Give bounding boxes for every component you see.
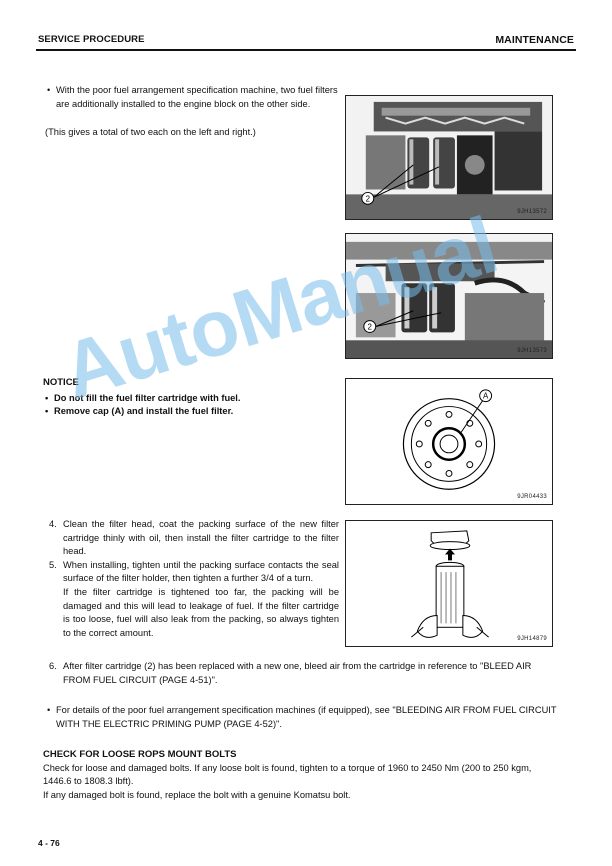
details-bullet: For details of the poor fuel arrangement… [45,704,560,731]
filter-cap-illustration: A [402,389,496,490]
header-rule [36,49,576,51]
intro-block: With the poor fuel arrangement specifica… [45,84,345,111]
step-6-block: 6. After filter cartridge (2) has been r… [43,660,558,687]
page-number: 4 - 76 [38,838,60,848]
figure-code: 9JH14879 [517,636,547,642]
figure-filter-cap: A 9JR04433 [345,378,553,505]
notice-item-1: Do not fill the fuel filter cartridge wi… [43,392,338,406]
figure-code: 9JH13572 [517,209,547,215]
callout-circle [361,191,375,205]
engine-illustration-2: 2 [346,234,552,358]
intro-bullet: With the poor fuel arrangement specifica… [45,84,345,111]
step-5: 5. When installing, tighten until the pa… [43,559,339,641]
step-number: 5. [49,559,57,570]
details-block: For details of the poor fuel arrangement… [45,704,560,731]
intro-note: (This gives a total of two each on the l… [45,127,256,137]
callout-label: 2 [366,194,370,203]
step-4: 4. Clean the filter head, coat the packi… [43,518,339,559]
notice-title: NOTICE [43,377,79,388]
steps-block: 4. Clean the filter head, coat the packi… [43,518,339,640]
callout-label: 2 [368,322,372,331]
callout-circle [479,389,493,403]
notice-block: NOTICE Do not fill the fuel filter cartr… [43,376,338,419]
figure-code: 9JR04433 [517,494,547,500]
install-cartridge-illustration [411,530,489,638]
step-text: After filter cartridge (2) has been repl… [63,661,532,685]
step-number: 6. [49,661,57,671]
callout-label: A [483,392,489,401]
step-text-continued: If the filter cartridge is tightened too… [63,586,339,638]
figure-code: 9JH13573 [517,348,547,354]
rops-paragraph-1: Check for loose and damaged bolts. If an… [43,762,532,787]
header-section-title: SERVICE PROCEDURE [38,34,145,45]
callout-circle [363,320,377,333]
step-number: 4. [49,519,57,529]
figure-engine-filters-1: 2 9JH13572 [345,95,553,220]
rops-paragraph-2: If any damaged bolt is found, replace th… [43,789,351,800]
figure-install-cartridge: 9JH14879 [345,520,553,647]
header-chapter-title: MAINTENANCE [495,34,574,46]
step-text: When installing, tighten until the packi… [63,559,339,584]
rops-section: CHECK FOR LOOSE ROPS MOUNT BOLTS Check f… [43,748,558,802]
notice-item-2: Remove cap (A) and install the fuel filt… [43,405,338,419]
step-6: 6. After filter cartridge (2) has been r… [43,660,558,687]
step-text: Clean the filter head, coat the packing … [63,519,339,557]
engine-illustration-1: 2 [346,96,552,219]
rops-heading: CHECK FOR LOOSE ROPS MOUNT BOLTS [43,749,237,760]
figure-engine-filters-2: 2 9JH13573 [345,233,553,359]
